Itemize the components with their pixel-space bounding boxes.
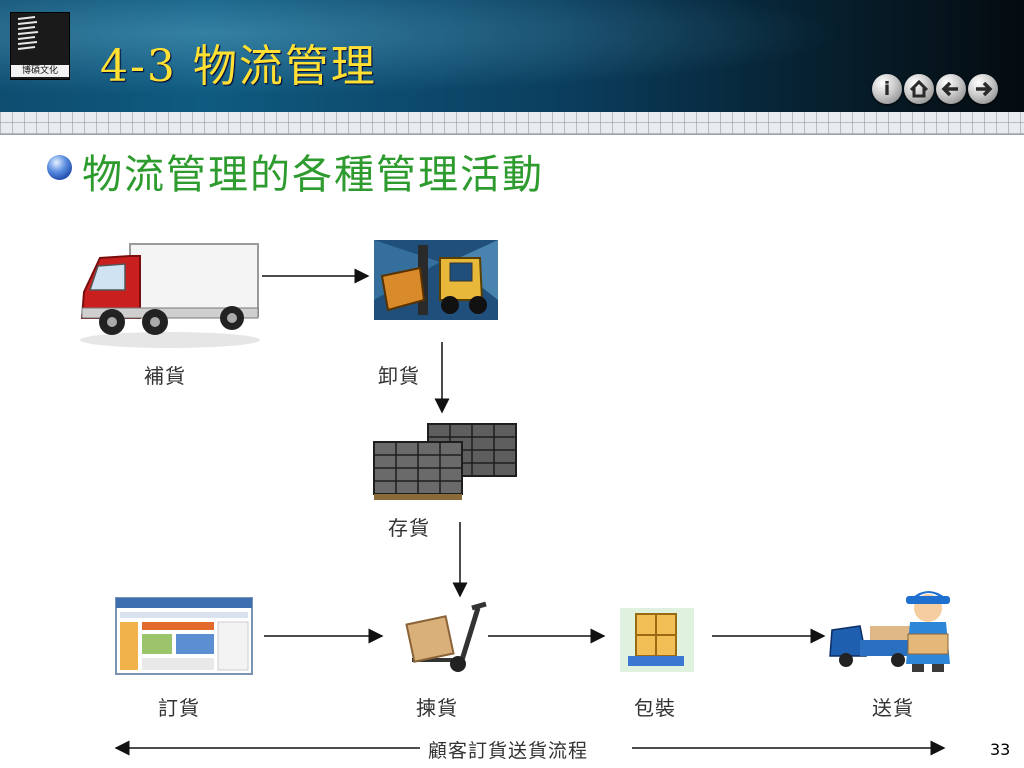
node-label-replenish: 補貨: [144, 364, 186, 388]
node-label-unload: 卸貨: [378, 364, 420, 388]
forklift-icon: [374, 240, 498, 320]
node-label-delivery: 送貨: [872, 696, 914, 720]
publisher-logo: 博碩文化: [10, 12, 70, 80]
bullet-icon: [47, 155, 72, 180]
back-arrow-icon: [941, 81, 958, 97]
hand-truck-icon: [405, 601, 487, 672]
header-grid-band: [0, 112, 1024, 135]
page-number: 33: [990, 740, 1011, 759]
info-icon: i: [883, 78, 891, 100]
node-label-order: 訂貨: [158, 696, 200, 720]
web-order-screenshot-icon: [115, 597, 253, 675]
home-button[interactable]: [904, 74, 934, 104]
page-title: 4-3 物流管理: [100, 41, 377, 92]
info-button[interactable]: i: [872, 74, 902, 104]
package-icon: [620, 608, 694, 672]
truck-icon: [80, 243, 260, 348]
forward-button[interactable]: [968, 74, 998, 104]
node-label-picking: 揀貨: [416, 696, 458, 720]
back-button[interactable]: [936, 74, 966, 104]
header-banner: [0, 0, 1024, 112]
node-label-packing: 包裝: [634, 696, 676, 720]
forward-arrow-icon: [976, 81, 993, 97]
delivery-man-icon: [829, 591, 950, 672]
flow-caption: 顧客訂貨送貨流程: [428, 740, 589, 762]
home-icon: [909, 79, 929, 98]
logo-text: 博碩文化: [11, 65, 69, 77]
pallets-icon: [373, 423, 517, 500]
node-label-storage: 存貨: [388, 516, 430, 540]
bullet-heading: 物流管理的各種管理活動: [82, 152, 544, 198]
logo-mark-icon: [17, 16, 39, 50]
